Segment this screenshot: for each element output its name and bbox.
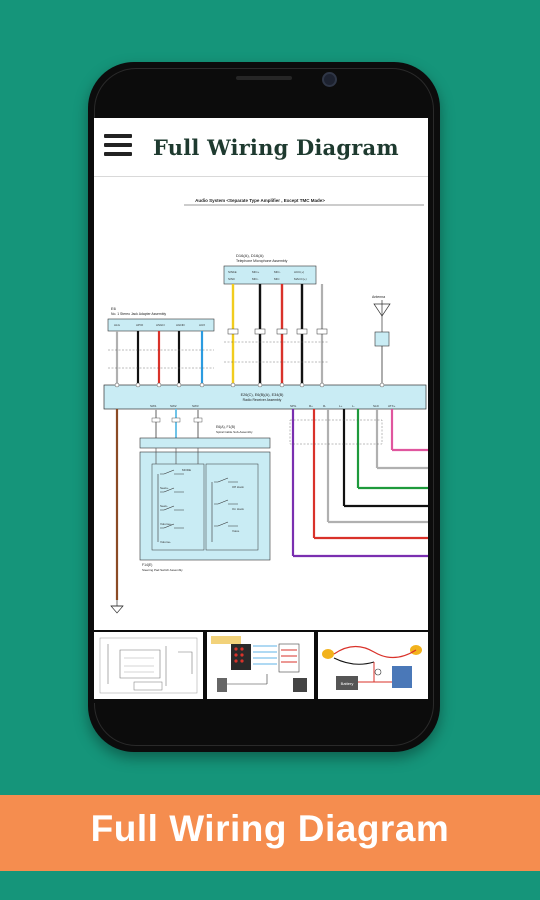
spiral-sub: Spiral Cable Sub-Assembly	[216, 430, 253, 434]
svg-text:MIC-: MIC-	[274, 270, 281, 274]
svg-text:SW2: SW2	[170, 404, 177, 408]
svg-text:SW3: SW3	[192, 404, 199, 408]
hamburger-menu-icon[interactable]	[104, 134, 134, 158]
stereo-jack-label: E6	[111, 306, 117, 311]
svg-text:Seek+: Seek+	[160, 486, 169, 490]
svg-text:SIN0: SIN0	[228, 277, 235, 281]
svg-text:AGND: AGND	[176, 323, 186, 327]
svg-text:ALG: ALG	[114, 323, 121, 327]
svg-text:Seek-: Seek-	[160, 504, 168, 508]
steering-label: F14(E)	[142, 563, 152, 567]
switch-pins: SW1 SW2 SW3	[150, 404, 199, 408]
app-screen: Full Wiring Diagram Audio System <Separa…	[94, 118, 428, 703]
app-bar: Full Wiring Diagram	[94, 118, 428, 177]
switch-labels: MODE Seek+ Seek- Volume+ Volume- Off Hoo…	[160, 468, 244, 544]
svg-text:Volume-: Volume-	[160, 540, 171, 544]
svg-text:ATX+: ATX+	[388, 404, 396, 408]
stereo-jack-pins: ALG APIO ASGN AGND AUX	[114, 323, 205, 327]
svg-text:Off Hook: Off Hook	[232, 485, 244, 489]
svg-text:L-: L-	[352, 404, 355, 408]
svg-text:MIC+: MIC+	[252, 270, 259, 274]
svg-text:R+: R+	[309, 404, 313, 408]
thumbnail-schematic[interactable]	[94, 632, 203, 699]
svg-text:SIN1E: SIN1E	[228, 270, 237, 274]
receiver-right-pins: SPG R+ R- L+ L- SLD ATX+	[290, 404, 396, 408]
wiring-diagram[interactable]: Audio System <Separate Type Amplifier , …	[94, 192, 428, 628]
promo-banner	[0, 795, 540, 871]
banner-title: Full Wiring Diagram	[90, 808, 450, 849]
thumbnail-battery-wiring[interactable]: Battery	[318, 632, 428, 699]
radio-label: E26(C), E6(B)(A), E34(B)	[241, 393, 285, 397]
thumbnail-strip: Battery	[94, 630, 428, 703]
svg-text:SPG: SPG	[290, 404, 297, 408]
svg-text:MACC(+): MACC(+)	[294, 277, 307, 281]
telephone-label: D16(A), D16(A)	[236, 253, 264, 258]
svg-text:APIO: APIO	[136, 323, 144, 327]
svg-text:MODE: MODE	[182, 468, 191, 472]
speaker-grille	[236, 76, 292, 80]
steering-sub: Steering Pad Switch Assembly	[142, 568, 183, 572]
svg-text:MIC-: MIC-	[252, 277, 259, 281]
spiral-label: E6(A), F1(B)	[216, 425, 235, 429]
telephone-sub: Telephone Microphone Assembly	[236, 259, 288, 263]
svg-text:ACC(+): ACC(+)	[294, 270, 304, 274]
radio-sub: Radio Receiver Assembly	[243, 398, 282, 402]
svg-text:On Hook: On Hook	[232, 507, 244, 511]
svg-text:AUX: AUX	[199, 323, 205, 327]
app-title: Full Wiring Diagram	[153, 135, 399, 160]
svg-text:SW1: SW1	[150, 404, 157, 408]
camera-icon	[322, 72, 337, 87]
svg-text:L+: L+	[339, 404, 343, 408]
svg-text:SLD: SLD	[373, 404, 380, 408]
bottom-strip	[0, 871, 540, 900]
svg-text:MIC: MIC	[274, 277, 280, 281]
svg-text:R-: R-	[323, 404, 326, 408]
diagram-heading: Audio System <Separate Type Amplifier , …	[195, 198, 325, 203]
thumb-battery-label: Battery	[341, 681, 354, 686]
svg-text:Voice: Voice	[232, 529, 240, 533]
antenna-label: Antenna	[372, 295, 385, 299]
svg-text:ASGN: ASGN	[156, 323, 165, 327]
thumbnail-relay-board[interactable]	[207, 632, 314, 699]
svg-text:Volume+: Volume+	[160, 522, 172, 526]
stereo-jack-sub: No. 1 Stereo Jack Adapter Assembly	[111, 312, 166, 316]
